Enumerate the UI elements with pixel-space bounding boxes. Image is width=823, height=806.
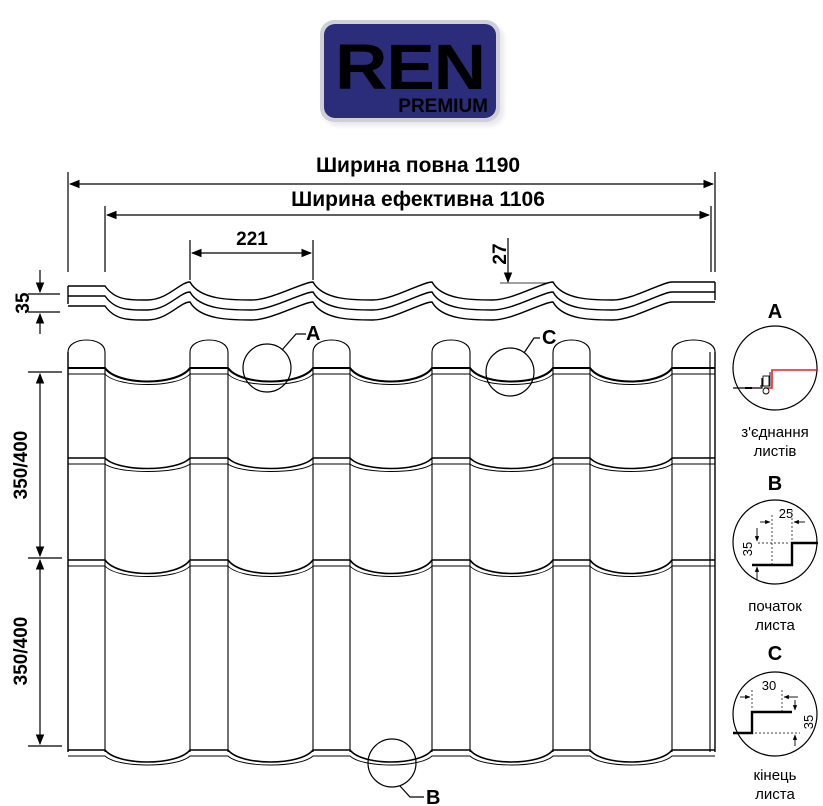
logo-brand: REN bbox=[335, 31, 485, 103]
sheet-step-shadow-line bbox=[68, 565, 715, 577]
sheet-step-line bbox=[68, 457, 715, 470]
module-dimensions bbox=[28, 371, 62, 747]
sheet-step-line bbox=[68, 367, 715, 383]
sheet-step-shadow-line bbox=[68, 463, 715, 472]
detail-a-caption-1: з'єднання bbox=[741, 424, 808, 441]
ren-premium-logo: REN PREMIUM bbox=[320, 20, 500, 122]
detail-b-dim-width: 25 bbox=[779, 506, 793, 521]
marker-a-label: A bbox=[306, 323, 320, 345]
detail-b-dim-height: 35 bbox=[740, 542, 755, 556]
detail-c-dim-width: 30 bbox=[762, 678, 776, 693]
detail-c-caption-2: листа bbox=[755, 786, 795, 803]
full-width-label: Ширина повна 1190 bbox=[316, 154, 520, 177]
detail-b-caption-2: листа bbox=[755, 617, 795, 634]
sheet-step-line bbox=[68, 559, 715, 575]
detail-a bbox=[732, 325, 818, 411]
callout-c bbox=[485, 337, 540, 397]
detail-c-dim-height: 35 bbox=[801, 715, 816, 729]
callout-a bbox=[242, 333, 306, 393]
detail-b bbox=[732, 499, 818, 585]
sheet-step-line bbox=[68, 749, 715, 763]
detail-a-caption-2: листів bbox=[754, 443, 797, 460]
tile-sheet bbox=[67, 339, 716, 766]
detail-b-caption-1: початок bbox=[748, 598, 802, 615]
module-bottom-label: 350/400 bbox=[11, 617, 32, 686]
marker-b-label: B bbox=[426, 787, 440, 806]
detail-c bbox=[732, 671, 818, 757]
marker-c-label: C bbox=[542, 327, 556, 349]
effective-width-label: Ширина ефективна 1106 bbox=[291, 188, 545, 211]
profile-section bbox=[67, 281, 716, 321]
module-top-label: 350/400 bbox=[11, 431, 32, 500]
detail-c-letter: C bbox=[768, 643, 782, 665]
sheet-step-shadow-line bbox=[68, 755, 715, 766]
detail-b-letter: B bbox=[768, 473, 782, 495]
profile-height-dimension bbox=[28, 270, 60, 334]
detail-a-letter: A bbox=[768, 301, 782, 323]
sheet-step-shadow-line bbox=[68, 373, 715, 385]
sheet-top-crest bbox=[67, 339, 716, 353]
detail-c-caption-1: кінець bbox=[754, 767, 797, 784]
step-depth-label: 27 bbox=[490, 243, 511, 264]
pitch-label: 221 bbox=[236, 229, 268, 250]
logo-sub: PREMIUM bbox=[398, 96, 488, 117]
callout-b bbox=[367, 738, 424, 798]
profile-height-label: 35 bbox=[13, 292, 34, 314]
width-dimensions bbox=[67, 172, 716, 284]
